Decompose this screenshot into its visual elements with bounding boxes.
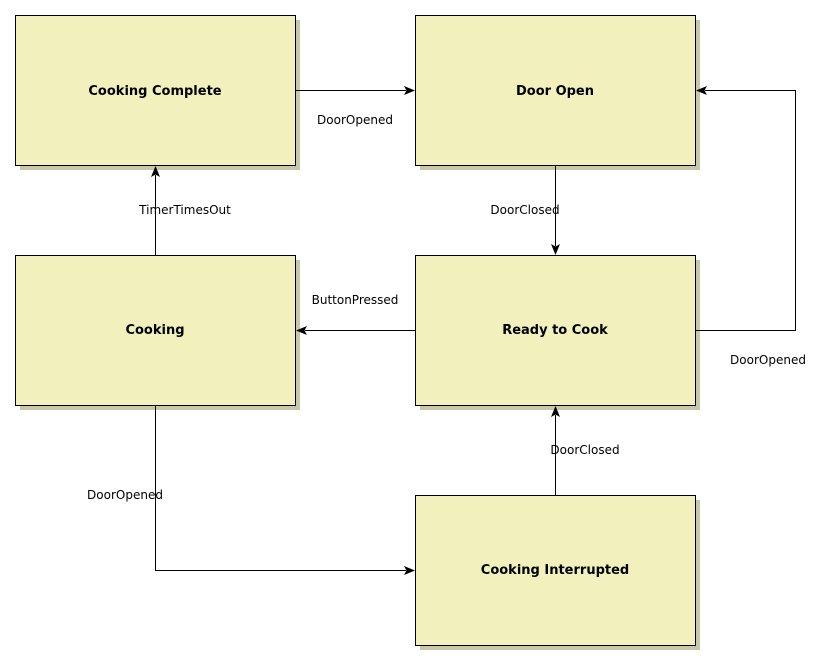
arrowhead-icon <box>551 244 560 255</box>
state-box <box>15 255 296 406</box>
state-cooking: Cooking <box>15 255 300 410</box>
state-label: Cooking <box>125 323 184 338</box>
state-box <box>15 15 296 166</box>
state-ready-to-cook: Ready to Cook <box>415 255 700 410</box>
transition-interrupted-to-ready: DoorClosed <box>550 406 620 495</box>
transition-label: DoorClosed <box>550 443 619 457</box>
state-cooking-complete: Cooking Complete <box>15 15 300 170</box>
state-label: Door Open <box>516 84 594 99</box>
arrowhead-icon <box>404 86 415 95</box>
state-label: Cooking Complete <box>88 84 221 99</box>
transition-label: DoorOpened <box>87 488 163 502</box>
transition-label: ButtonPressed <box>312 293 399 307</box>
transition-label: DoorOpened <box>317 113 393 127</box>
transition-line <box>696 90 796 331</box>
state-door-open: Door Open <box>415 15 700 170</box>
transition-label: DoorOpened <box>730 353 806 367</box>
arrowhead-icon <box>551 406 560 417</box>
arrowhead-icon <box>404 566 415 575</box>
state-cooking-interrupted: Cooking Interrupted <box>415 495 700 650</box>
transition-label: DoorClosed <box>490 203 559 217</box>
transition-door-open-to-ready: DoorClosed <box>490 166 560 255</box>
arrowhead-icon <box>151 166 160 177</box>
transition-ready-to-door-open: DoorOpened <box>696 86 806 367</box>
transition-label: TimerTimesOut <box>138 203 231 217</box>
state-label: Ready to Cook <box>502 323 608 338</box>
arrowhead-icon <box>296 326 307 335</box>
state-box <box>415 495 696 646</box>
arrowhead-icon <box>696 86 707 95</box>
state-label: Cooking Interrupted <box>481 563 629 578</box>
transition-complete-to-door-open: DoorOpened <box>296 86 415 127</box>
state-box <box>415 255 696 406</box>
transition-line <box>155 406 406 571</box>
state-box <box>415 15 696 166</box>
transition-cooking-to-interrupted: DoorOpened <box>87 406 415 575</box>
transition-ready-to-cooking: ButtonPressed <box>296 293 415 335</box>
transition-cooking-to-complete: TimerTimesOut <box>138 166 231 255</box>
